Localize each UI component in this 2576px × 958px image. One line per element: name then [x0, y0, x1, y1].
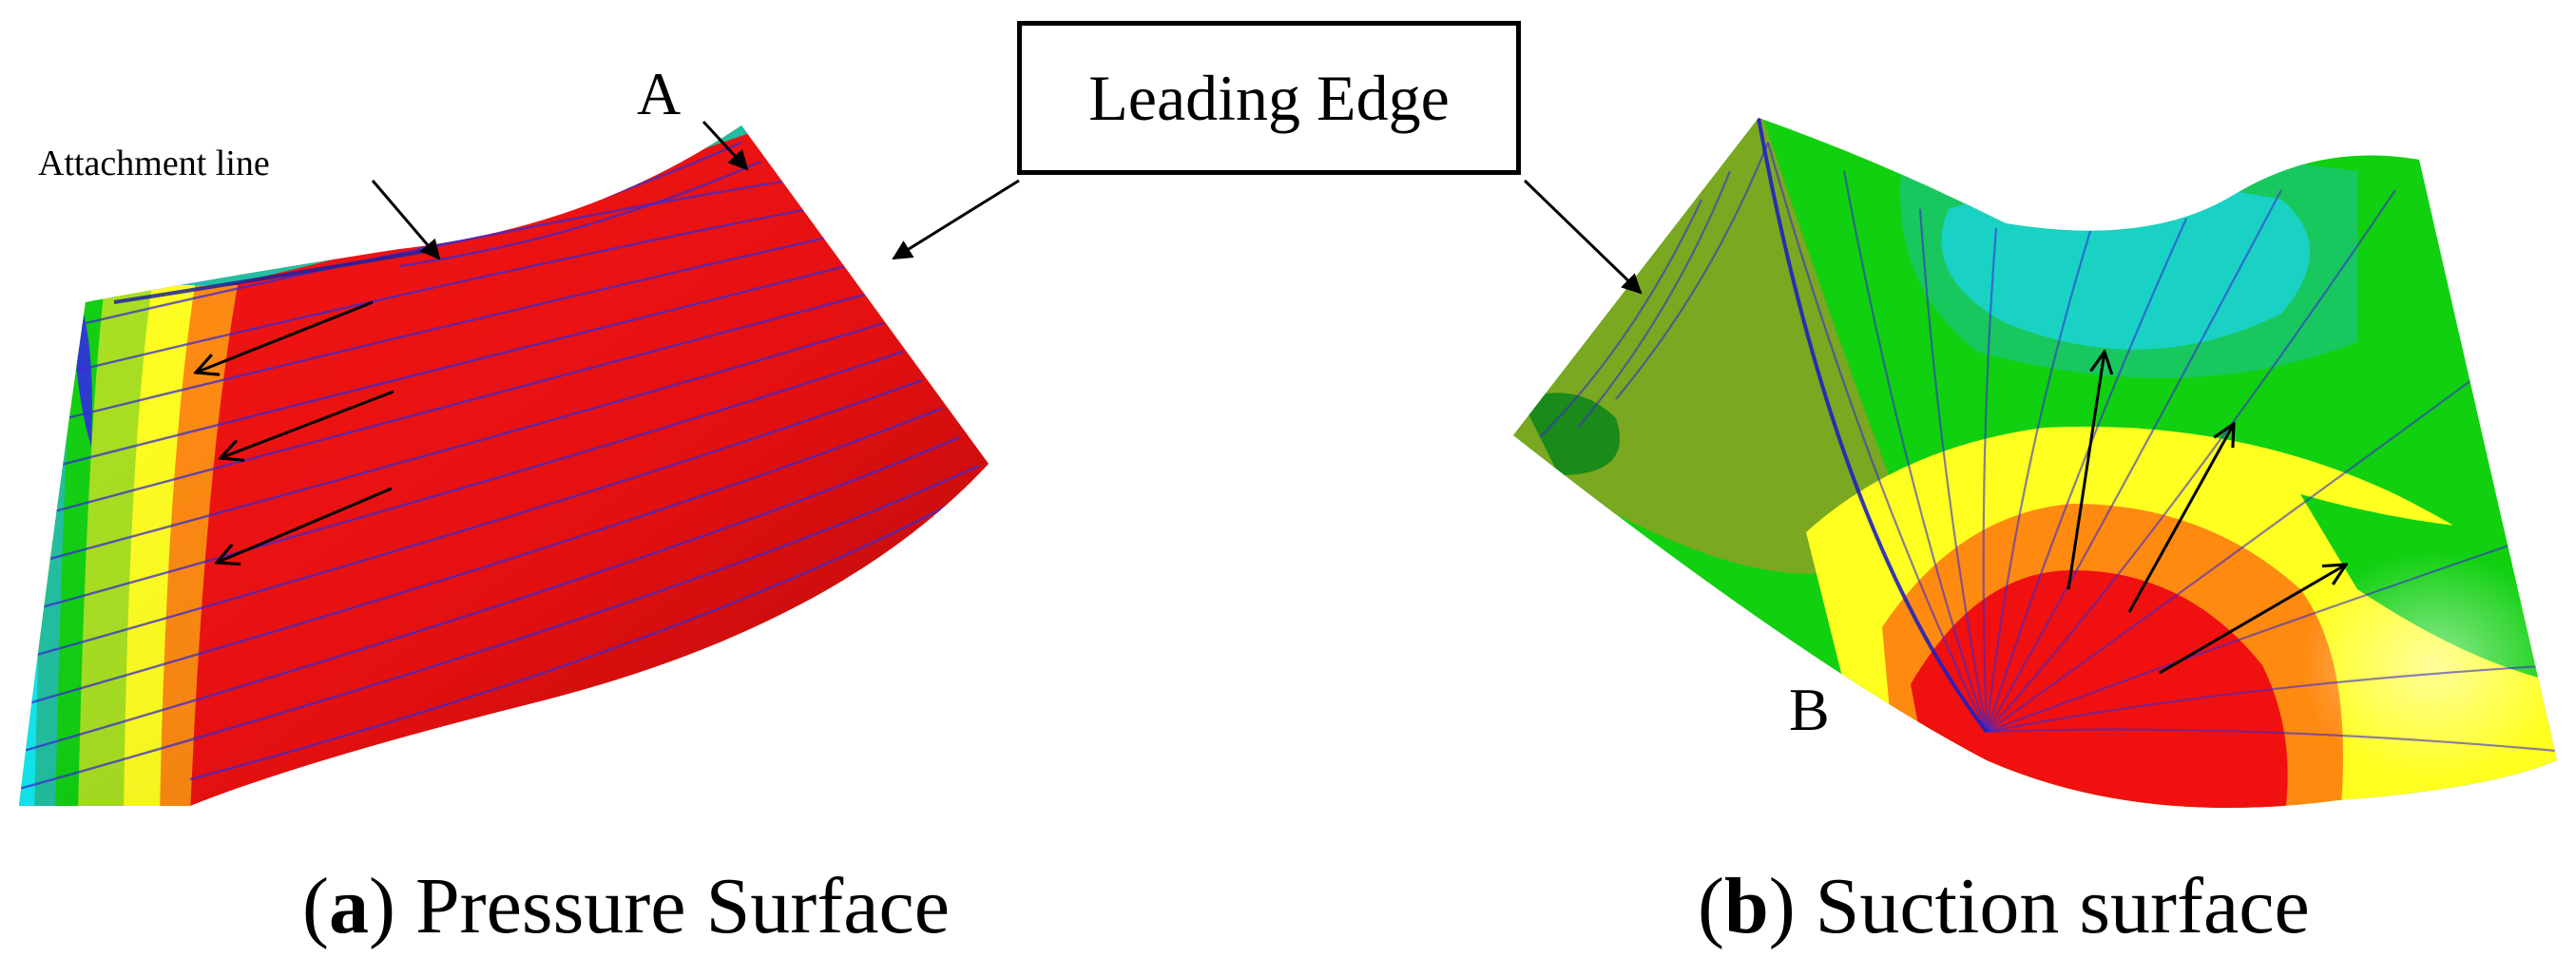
pressure-streamlines — [19, 141, 980, 791]
caption-b-letter: b — [1723, 862, 1769, 950]
leading-edge-arrow-left — [892, 179, 1020, 260]
pressure-flow-arrows — [196, 300, 394, 563]
caption-a-open: ( — [302, 862, 329, 950]
caption-pressure-surface: (a) Pressure Surface — [302, 860, 950, 952]
point-a-arrow — [702, 120, 749, 171]
leading-edge-label: Leading Edge — [1017, 21, 1521, 175]
caption-a-letter: a — [328, 862, 369, 950]
suction-streamlines — [1539, 142, 2557, 753]
caption-suction-surface: (b) Suction surface — [1698, 860, 2310, 952]
point-b-label: B — [1789, 676, 1830, 743]
attachment-line-arrow — [371, 180, 441, 260]
leading-edge-arrows — [892, 179, 1643, 295]
caption-b-text: ) Suction surface — [1768, 862, 2310, 950]
pressure-surface — [19, 125, 989, 806]
attachment-line-label: Attachment line — [38, 144, 270, 183]
leading-edge-arrow-right — [1523, 179, 1643, 295]
point-a-label: A — [637, 60, 682, 127]
suction-surface — [1513, 118, 2557, 808]
suction-flow-arrows — [2067, 352, 2346, 675]
caption-a-text: ) Pressure Surface — [368, 862, 951, 950]
caption-b-open: ( — [1698, 862, 1724, 950]
